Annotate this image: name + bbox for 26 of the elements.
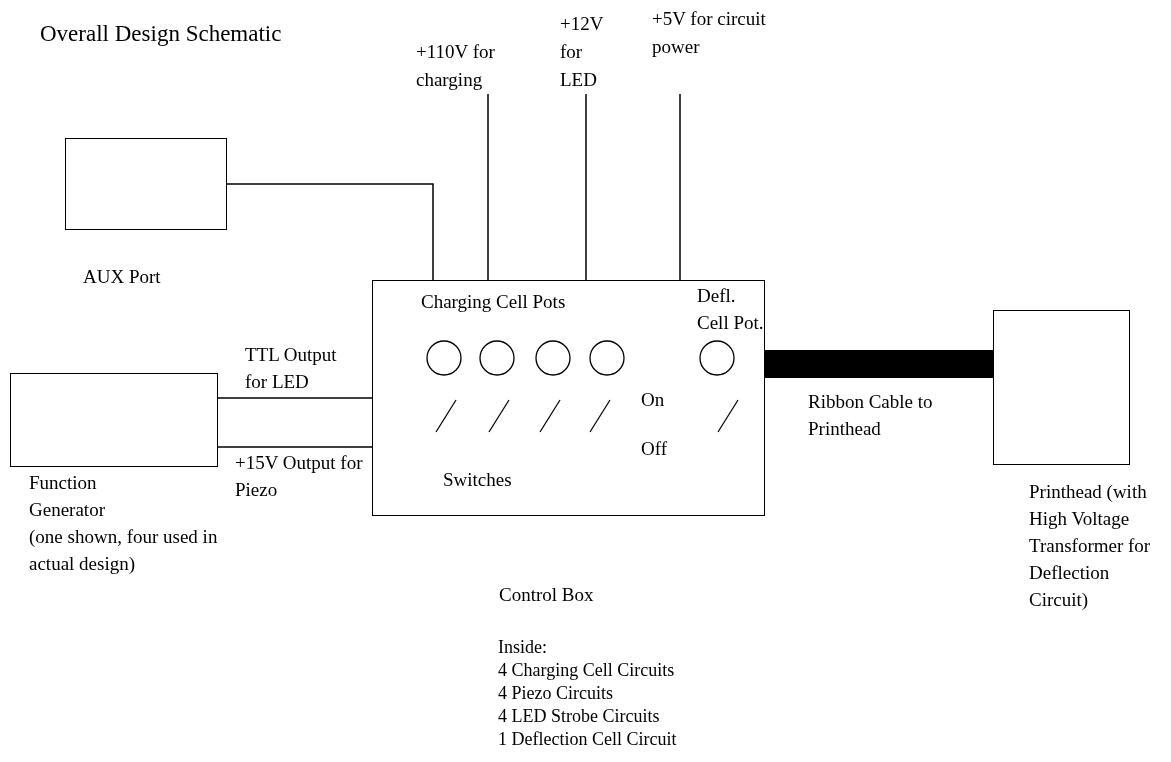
wire	[487, 93, 489, 281]
wire	[226, 183, 434, 281]
device-label: AUX Port	[83, 265, 162, 289]
supply-label: +5V for circuit power	[652, 5, 802, 94]
note-text: 4 Piezo Circuits	[498, 682, 613, 705]
device-label: Printhead (with High Voltage Transformer for Deflection Circuit)	[1029, 480, 1152, 612]
wire	[217, 446, 373, 448]
wire	[585, 93, 587, 281]
supply-label: +12V for LED	[560, 10, 610, 94]
device-label: Function Generator	[29, 471, 106, 522]
note-text: 4 Charging Cell Circuits	[498, 659, 675, 682]
wire	[679, 93, 681, 281]
device-label: Off	[641, 437, 669, 461]
note-text: 4 LED Strobe Circuits	[498, 705, 660, 728]
title: Overall Design Schematic	[40, 20, 282, 47]
device-label: (one shown, four used in actual design)	[29, 525, 219, 576]
ribbon-cable	[765, 350, 993, 378]
device-label: On	[641, 388, 666, 412]
device-label: Defl. Cell Pot.	[697, 284, 765, 335]
note-text: Inside:	[498, 636, 547, 659]
device-label: Control Box	[499, 583, 595, 607]
wire	[217, 397, 373, 399]
device-label: Switches	[443, 468, 513, 492]
note-text: 1 Deflection Cell Circuit	[498, 728, 677, 751]
supply-label: +110V for charging	[416, 38, 556, 94]
device-label: Charging Cell Pots	[421, 290, 567, 314]
